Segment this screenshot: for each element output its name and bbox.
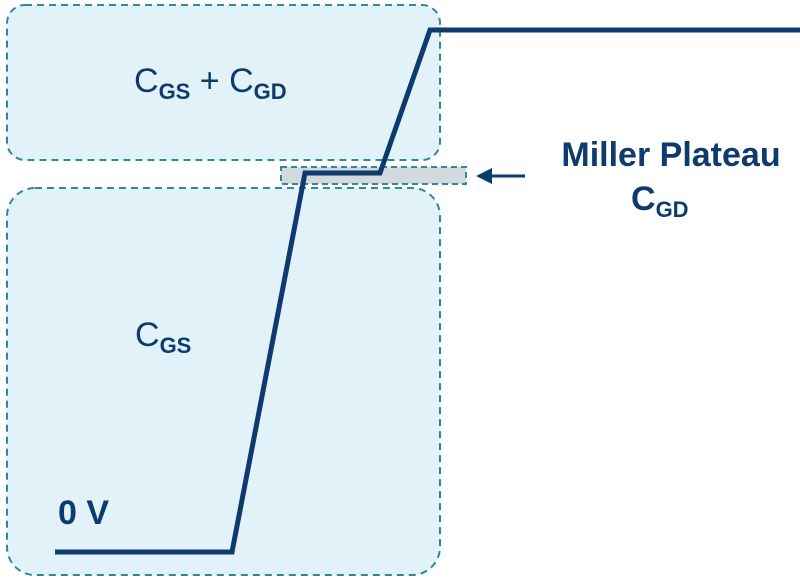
label-cgs-plus-cgd: CGS + CGD (134, 62, 287, 104)
region-cgs-cgd-box (6, 4, 441, 161)
region-cgs-box (6, 187, 441, 576)
label-zero-volt: 0 V (58, 494, 109, 532)
plateau-arrow-head (476, 168, 492, 184)
gate-voltage-waveform (55, 27, 800, 555)
miller-plateau-title: Miller Plateau (561, 136, 780, 174)
label-cgs: CGS (135, 316, 191, 358)
miller-plateau-cgd: CGD (631, 180, 689, 222)
